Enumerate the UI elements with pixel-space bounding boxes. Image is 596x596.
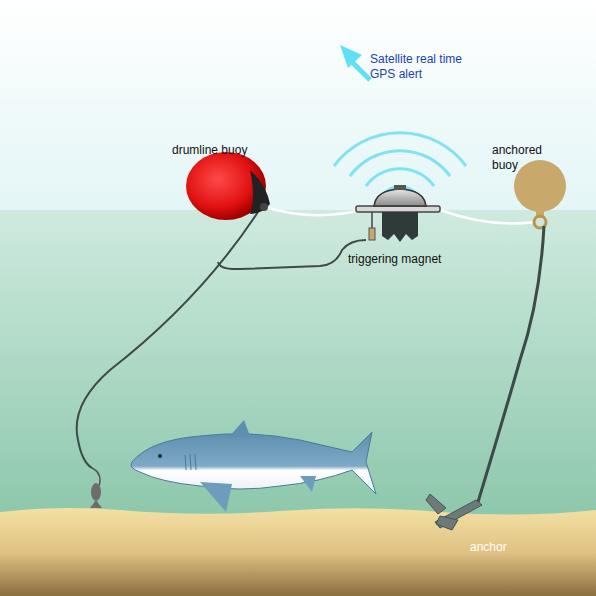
alert-label: Satellite real time GPS alert (370, 52, 480, 82)
part-label: drumline buoy (172, 143, 247, 158)
bait-fish (90, 483, 102, 508)
part-label: anchored buoy (492, 143, 570, 173)
part-label: anchor (470, 540, 507, 555)
drumline-buoy (186, 152, 270, 220)
part-label: triggering magnet (348, 252, 441, 267)
shark (131, 420, 376, 512)
anchor (426, 494, 482, 530)
gps-trigger-device (356, 185, 440, 242)
anchored-buoy (514, 160, 566, 228)
